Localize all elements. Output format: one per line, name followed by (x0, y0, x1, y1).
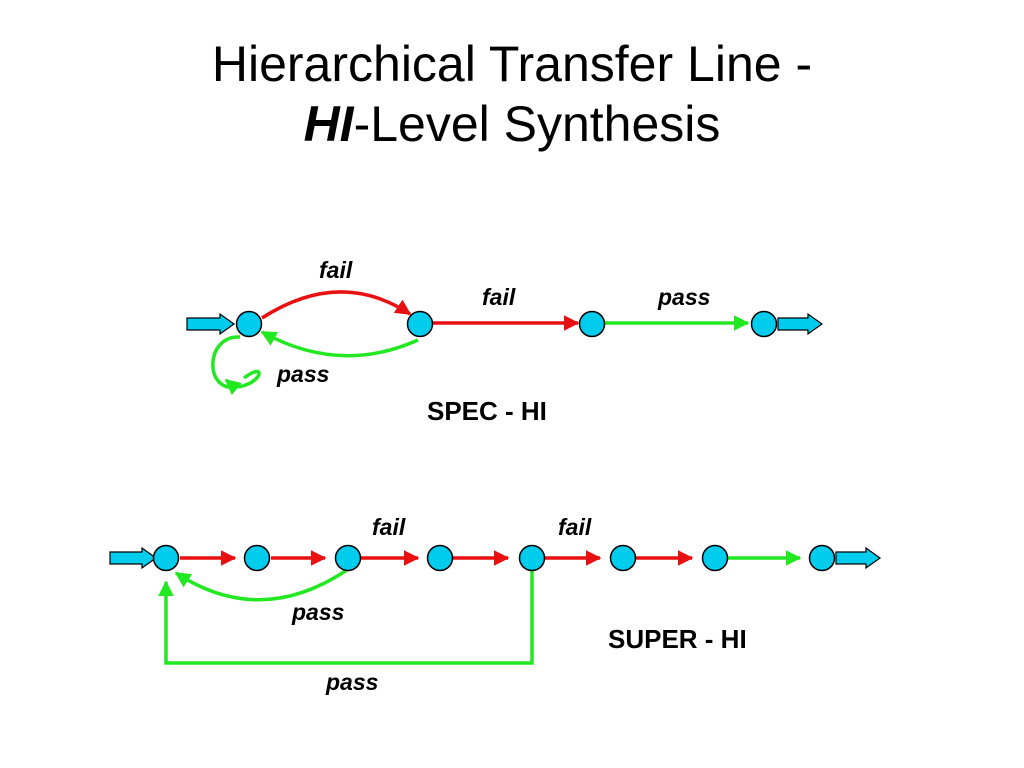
super-fail-2-label: fail (558, 514, 592, 540)
spec-pass-back-label: pass (276, 361, 329, 387)
spec-node-3 (578, 310, 606, 338)
title-line-1: Hierarchical Transfer Line - (211, 36, 813, 92)
super-pass-long-edge (158, 571, 534, 665)
super-caption: SUPER - HI (608, 624, 747, 654)
super-node-8 (808, 544, 836, 572)
super-hi-diagram: fail fail pass pass SUPER - HI (109, 514, 882, 695)
spec-node-4 (750, 310, 778, 338)
spec-output-arrow (777, 312, 824, 336)
spec-self-loop-arrowhead-edge (224, 378, 242, 396)
super-node-7 (701, 544, 729, 572)
super-pass-short-edge (174, 568, 348, 602)
slide-title: Hierarchical Transfer Line - HI-Level Sy… (0, 34, 1024, 154)
spec-self-loop-edge (211, 335, 261, 389)
spec-node-2 (406, 310, 434, 338)
spec-hi-diagram: fail fail pass pass SPEC - HI (186, 257, 824, 426)
spec-pass-right-label: pass (657, 284, 710, 310)
super-node-6 (609, 544, 637, 572)
title-line-2: HI-Level Synthesis (0, 94, 1024, 154)
super-pass-long-label: pass (325, 669, 378, 695)
super-node-2 (243, 544, 271, 572)
super-node-4 (426, 544, 454, 572)
spec-pass-back-edge (260, 330, 419, 358)
super-pass-short-label: pass (291, 599, 344, 625)
title-hi-emphasis: HI (303, 96, 354, 152)
spec-fail-loop-label: fail (319, 257, 353, 283)
spec-node-1 (235, 310, 263, 338)
super-node-5 (518, 544, 546, 572)
super-fail-1-label: fail (372, 514, 406, 540)
spec-input-arrow (186, 312, 236, 336)
super-input-arrow (109, 546, 158, 570)
spec-fail-loop-edge (261, 290, 412, 320)
super-output-arrow (835, 546, 882, 570)
spec-fail-mid-label: fail (482, 284, 516, 310)
title-line-2-rest: -Level Synthesis (353, 96, 721, 152)
super-node-3 (334, 544, 362, 572)
spec-caption: SPEC - HI (427, 396, 547, 426)
super-node-1 (152, 544, 180, 572)
